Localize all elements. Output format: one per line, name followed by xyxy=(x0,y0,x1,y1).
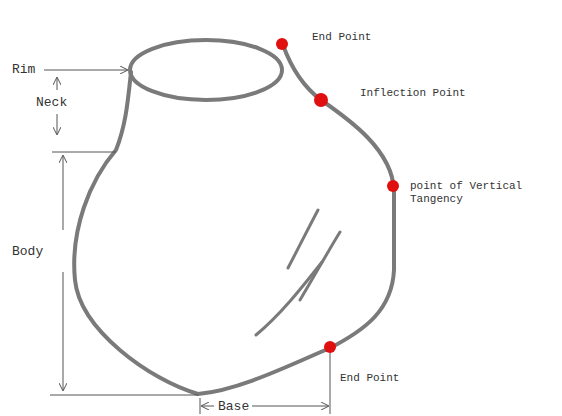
point-label: End Point xyxy=(340,372,399,385)
part-label: Base xyxy=(218,399,249,414)
neck-body-divider xyxy=(52,152,116,153)
base-tick xyxy=(330,350,331,414)
part-label: Body xyxy=(12,244,43,259)
pot-outline xyxy=(74,45,394,394)
base-arrow xyxy=(252,406,328,407)
neck-arrow xyxy=(57,114,58,134)
inflection-dot xyxy=(314,93,328,107)
base-line xyxy=(50,395,198,396)
end-point-dot xyxy=(324,341,336,353)
neck-arrow xyxy=(57,78,58,90)
tangency-dot xyxy=(387,180,399,192)
point-label: Inflection Point xyxy=(360,87,466,100)
end-point-dot xyxy=(276,38,288,50)
point-label: point of Vertical Tangency xyxy=(410,180,556,206)
base-tick xyxy=(200,398,201,414)
part-label: Rim xyxy=(12,62,35,77)
body-arrow xyxy=(63,156,64,230)
rim-leader xyxy=(44,70,127,71)
body-stroke xyxy=(288,210,318,268)
part-label: Neck xyxy=(36,95,67,110)
body-arrow xyxy=(63,272,64,390)
base-arrow xyxy=(202,406,214,407)
point-label: End Point xyxy=(312,31,371,44)
body-stroke xyxy=(256,262,322,335)
rim-ellipse xyxy=(130,40,282,100)
